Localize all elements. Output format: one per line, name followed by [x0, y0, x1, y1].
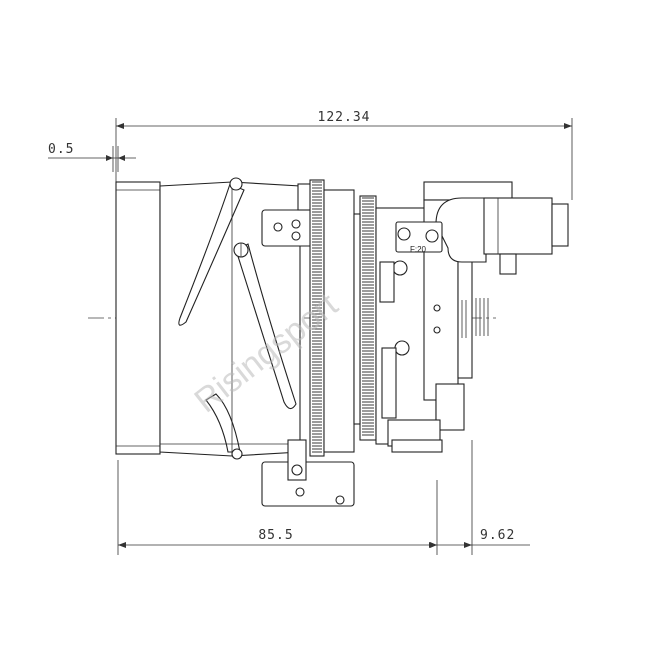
body-length-label: 85.5 [258, 528, 293, 543]
rear-offset-label: 9.62 [480, 528, 515, 543]
cam-slots [178, 177, 297, 460]
gear-marking-label: F:20 [410, 245, 427, 254]
dimension-overall-length: 122.34 [115, 110, 573, 200]
flange-offset-label: 0.5 [48, 142, 74, 157]
dimension-flange-offset: 0.5 [48, 142, 136, 172]
overall-length-label: 122.34 [318, 110, 371, 125]
zoom-gear [309, 179, 355, 457]
dimension-rear-offset: 9.62 [430, 440, 530, 555]
dimension-body-length: 85.5 [117, 460, 438, 555]
focus-motor [435, 197, 569, 275]
guide-pins [379, 260, 410, 419]
focus-gear-teeth [362, 197, 374, 436]
drive-gear-cluster: F:20 [395, 221, 443, 254]
rear-hatching [475, 298, 489, 336]
front-flange [115, 181, 161, 455]
zoom-gear-teeth [312, 181, 322, 453]
lower-bracket [261, 439, 355, 507]
